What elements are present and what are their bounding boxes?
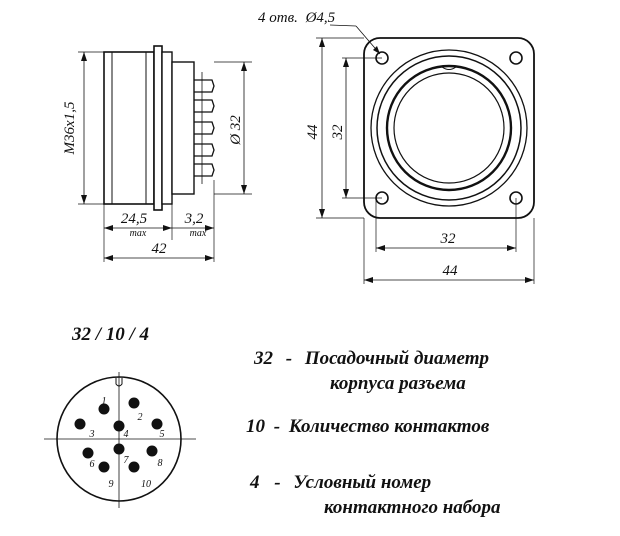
pin-label-7: 7 [124,455,130,466]
pin-label-9: 9 [109,479,114,490]
pin-label-5: 5 [160,429,165,440]
pin-1 [98,403,110,415]
height-outer: 44 [305,124,321,140]
length-a: 24,5 [121,211,148,227]
pin-6 [82,447,94,459]
side-view: М36х1,5 Ø 32 24,5 max 3,2 max 42 [62,45,252,262]
pin-label-10: 10 [141,479,151,490]
thread-label: М36х1,5 [62,101,78,155]
pins: 1 2 3 4 5 6 7 8 9 10 [74,396,165,490]
legend-line-3b: контактного набора [324,497,501,518]
height-inner: 32 [330,124,346,141]
width-outer: 44 [443,263,459,279]
width-inner: 32 [440,231,457,247]
svg-text:4 отв. Ø4,5: 4 отв. Ø4,5 [258,10,336,26]
legend: 32 - Посадочный диаметр корпуса разъема … [246,348,501,518]
pin-8 [146,445,158,457]
pin-label-3: 3 [89,429,95,440]
pin-9 [98,461,110,473]
legend-line-1b: корпуса разъема [330,373,466,394]
length-total: 42 [152,241,168,257]
length-b-note: max [190,228,207,239]
legend-line-1: 32 - Посадочный диаметр [253,348,489,369]
pin-label-4: 4 [124,429,129,440]
front-view: 4 отв. Ø4,5 44 32 32 44 [258,10,535,284]
pin-10 [128,461,140,473]
length-b: 3,2 [184,211,204,227]
pin-label-1: 1 [102,396,107,407]
side-flange [153,45,163,211]
length-a-note: max [130,228,147,239]
pin-5 [151,418,163,430]
contact-tails [194,72,215,184]
legend-line-2: 10 - Количество контактов [246,416,490,437]
diameter-label: Ø 32 [228,115,244,146]
pin-label-6: 6 [90,459,95,470]
pin-code: 32 / 10 / 4 [71,324,149,345]
holes-label: 4 отв. [258,10,298,26]
pin-layout: 32 / 10 / 4 1 2 3 4 5 6 7 8 9 10 [44,324,196,508]
legend-line-3: 4 - Условный номер [249,472,431,493]
holes-diameter: Ø4,5 [305,10,336,26]
pin-label-8: 8 [158,458,163,469]
pin-2 [128,397,140,409]
pin-4 [113,420,125,432]
pin-7 [113,443,125,455]
pin-3 [74,418,86,430]
pin-label-2: 2 [138,412,143,423]
